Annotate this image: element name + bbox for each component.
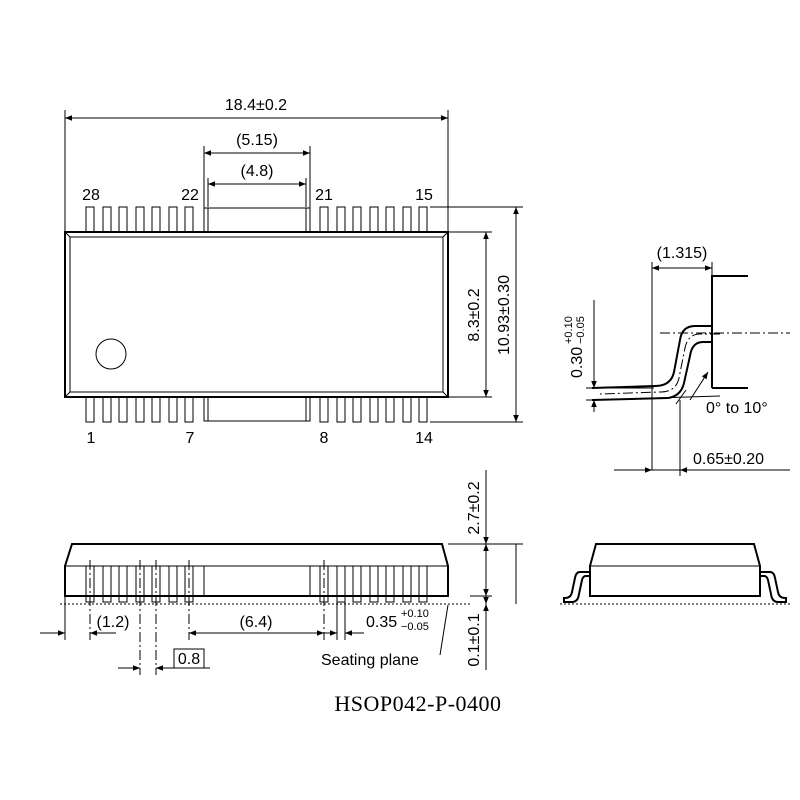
lead-span-label: (1.315) — [657, 245, 708, 262]
angle-label: 0° to 10° — [706, 400, 768, 417]
svg-text:−0.05: −0.05 — [401, 621, 429, 633]
lead-outline — [591, 325, 712, 389]
svg-text:−0.05: −0.05 — [575, 316, 587, 344]
end-view — [560, 543, 790, 605]
top-pins — [85, 206, 428, 233]
seating-plane-label: Seating plane — [321, 652, 419, 669]
svg-text:+0.10: +0.10 — [563, 316, 575, 344]
lead-width-label: 0.35 +0.10 −0.05 — [366, 608, 429, 633]
pin-label-22: 22 — [181, 187, 199, 204]
svg-text:+0.10: +0.10 — [401, 608, 429, 620]
pin-edge-offset-label: (1.2) — [97, 614, 130, 631]
heatsink-outer-label: (5.15) — [236, 132, 278, 149]
total-width-label: 10.93±0.30 — [496, 275, 513, 355]
heatsink-inner-label: (4.8) — [241, 163, 274, 180]
svg-text:0.30: 0.30 — [569, 347, 586, 378]
side-body — [64, 543, 449, 597]
pin-label-14: 14 — [415, 430, 433, 447]
pin-label-7: 7 — [186, 430, 195, 447]
body-width-label: 8.3±0.2 — [466, 288, 483, 341]
pin-label-8: 8 — [320, 430, 329, 447]
side-view: (1.2) (6.4) 0.35 +0.10 −0.05 0.8 Seating… — [40, 470, 523, 675]
end-view-body — [589, 543, 761, 597]
pin-label-1: 1 — [87, 430, 96, 447]
lead-detail: (1.315) 0° to 10° 0.30 +0.10 −0.05 — [563, 245, 790, 476]
lead-thickness-label: 0.30 +0.10 −0.05 — [563, 316, 587, 378]
pin-label-28: 28 — [82, 187, 100, 204]
pin-label-15: 15 — [415, 187, 433, 204]
package-code: HSOP042-P-0400 — [334, 691, 501, 716]
pitch-label: 0.8 — [178, 651, 200, 668]
pitch-box — [173, 648, 205, 669]
top-view: 18.4±0.2 (5.15) (4.8) 28 22 21 15 1 7 8 … — [64, 97, 523, 447]
overall-length-label: 18.4±0.2 — [225, 97, 287, 114]
package-body — [64, 231, 449, 398]
pin-label-21: 21 — [315, 187, 333, 204]
foot-length-label: 0.65±0.20 — [693, 451, 764, 468]
pin1-index-mark — [95, 338, 127, 370]
height-label: 2.7±0.2 — [466, 481, 483, 534]
svg-text:0.35: 0.35 — [366, 614, 397, 631]
bottom-pins — [85, 396, 428, 423]
heatsink-gap-label: (6.4) — [240, 614, 273, 631]
standoff-label: 0.1±0.1 — [466, 613, 483, 666]
